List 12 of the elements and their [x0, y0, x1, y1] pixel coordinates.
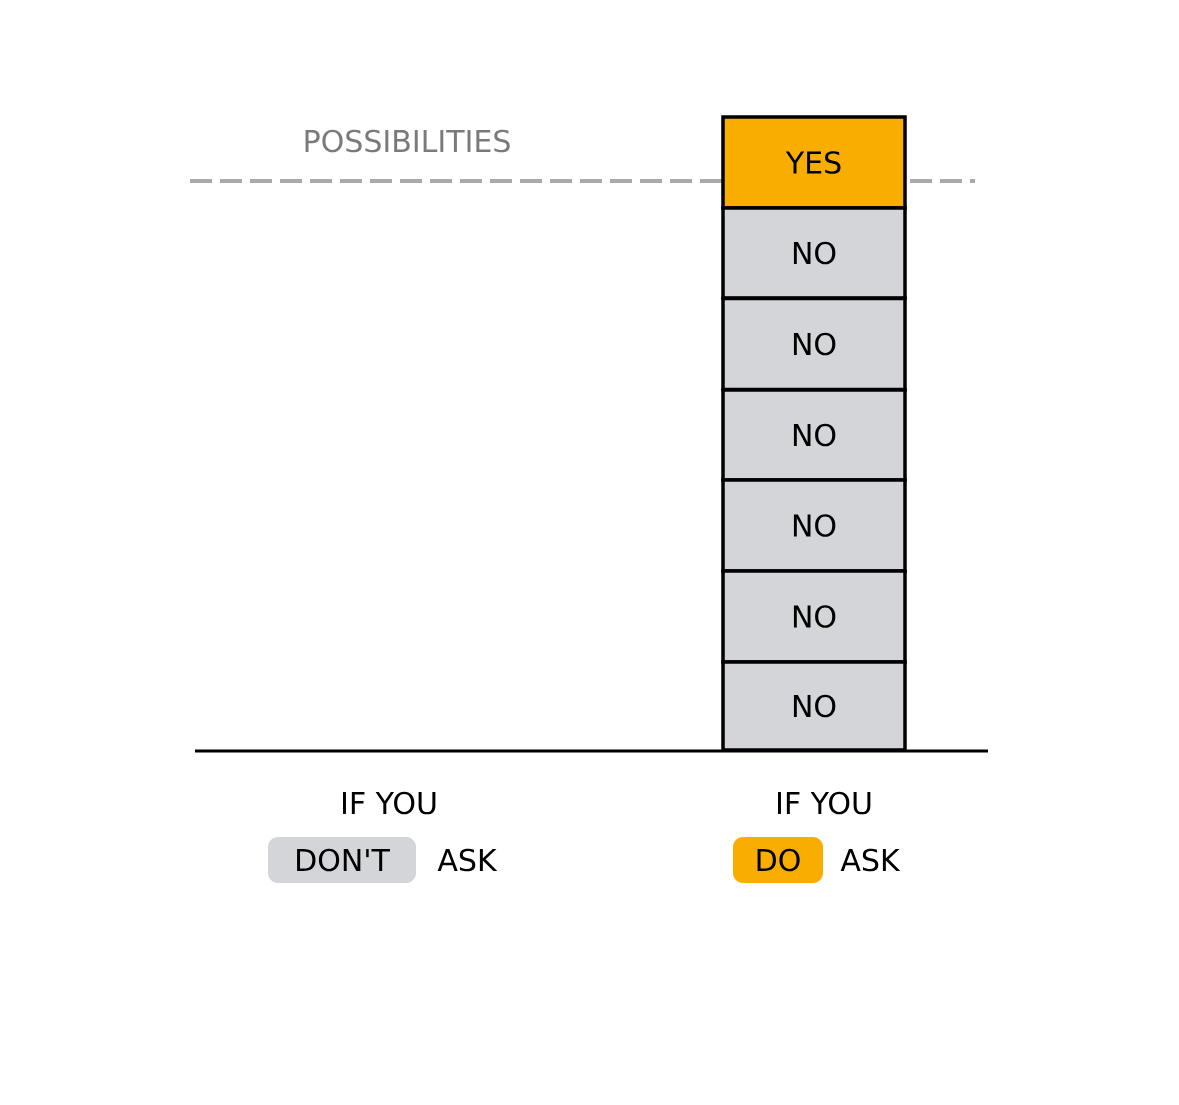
axis-label: IF YOU [778, 791, 871, 815]
highlight-pill: DON'T [268, 837, 416, 883]
stack-box: NO [721, 478, 907, 573]
stack-box: NO [721, 206, 907, 300]
heading: POSSIBILITIES [305, 129, 510, 153]
stack-box: NO [721, 569, 907, 664]
axis-label: IF YOU [343, 791, 436, 815]
stack-box: NO [721, 388, 907, 482]
stack-box: NO [721, 296, 907, 392]
stack-box: YES [721, 115, 907, 210]
stack-box: NO [721, 660, 907, 752]
highlight-pill: DO [733, 837, 823, 883]
